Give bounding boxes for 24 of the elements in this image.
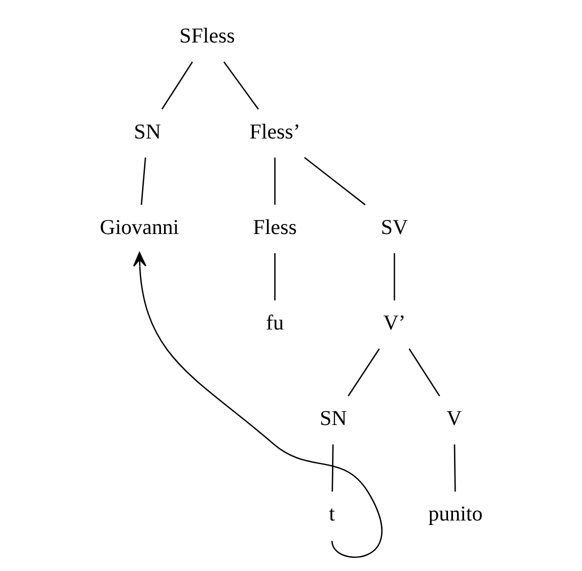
node-text: t: [328, 502, 334, 526]
node-text: V: [446, 406, 462, 430]
connector: [408, 348, 440, 396]
connector: [347, 348, 380, 396]
node-text: V’: [382, 310, 406, 334]
node-text: SFless: [178, 24, 234, 48]
node-text: SV: [380, 214, 408, 239]
connector: [274, 253, 276, 300]
node-text: SN: [319, 406, 346, 430]
connector: [160, 62, 192, 110]
connector: [304, 157, 366, 206]
node-text: Fless: [252, 214, 296, 239]
node-text: Giovanni: [99, 214, 178, 239]
arrow: [132, 252, 382, 558]
connector: [140, 157, 146, 205]
connector: [393, 253, 395, 300]
node-text: fu: [266, 310, 284, 334]
node-text: Fless’: [249, 119, 300, 144]
connector: [331, 444, 334, 492]
node-text: punito: [428, 502, 482, 526]
node-text: SN: [133, 119, 160, 144]
connector: [222, 62, 258, 110]
connector: [274, 158, 276, 205]
connector: [453, 444, 456, 492]
